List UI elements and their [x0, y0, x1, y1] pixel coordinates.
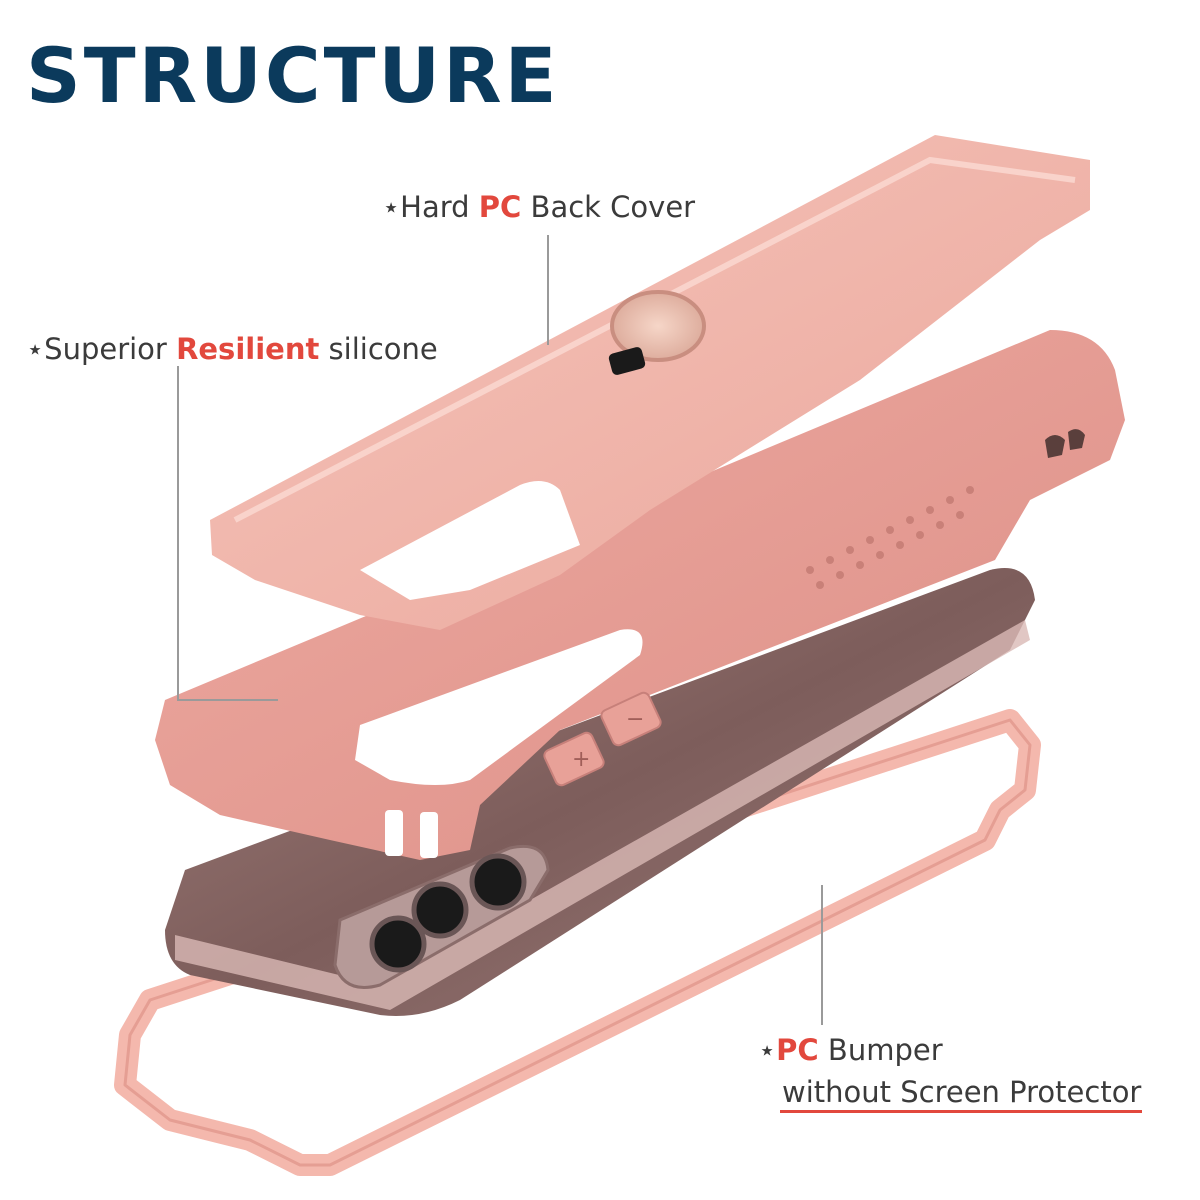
- silicone-inner-layer: + −: [155, 330, 1125, 860]
- callout-highlight: PC: [478, 190, 522, 224]
- star-icon: ⋆: [26, 332, 45, 366]
- minus-icon: −: [626, 707, 644, 732]
- star-icon: ⋆: [758, 1033, 777, 1067]
- callout-silicone: ⋆Superior Resilient silicone: [26, 335, 438, 364]
- phone-body: [165, 568, 1035, 1016]
- volume-down-button: [600, 691, 662, 747]
- camera-lens-icon: [411, 881, 469, 939]
- camera-module: [333, 844, 550, 989]
- plus-icon: +: [572, 747, 590, 772]
- callout-bumper: ⋆PC Bumper: [758, 1036, 943, 1065]
- callout-highlight: Resilient: [176, 332, 320, 366]
- port-cutout: [420, 812, 438, 858]
- leader-lines: [177, 235, 823, 1025]
- callout-text-post: silicone: [319, 332, 438, 366]
- callout-text-pre: Superior: [44, 332, 177, 366]
- camera-lens-icon: [369, 915, 427, 973]
- page-title: STRUCTURE: [26, 31, 560, 120]
- callout-text-post: Bumper: [818, 1033, 943, 1067]
- callout-text-pre: Hard: [400, 190, 479, 224]
- star-icon: ⋆: [382, 190, 401, 224]
- side-grip: [806, 486, 974, 589]
- camera-lens-icon: [469, 853, 527, 911]
- callout-text-post: Back Cover: [521, 190, 696, 224]
- volume-up-button: [543, 731, 605, 787]
- hard-pc-back-cover: [210, 135, 1090, 630]
- ring-holder: [608, 290, 706, 375]
- port-cutout: [385, 810, 403, 856]
- callout-highlight: PC: [776, 1033, 819, 1067]
- bumper-underline: [780, 1110, 1142, 1113]
- ring-hinge-icon: [608, 347, 646, 375]
- callout-bumper-line2: without Screen Protector: [782, 1075, 1142, 1109]
- pc-bumper-frame: [114, 709, 1041, 1176]
- callout-back-cover: ⋆Hard PC Back Cover: [382, 193, 695, 222]
